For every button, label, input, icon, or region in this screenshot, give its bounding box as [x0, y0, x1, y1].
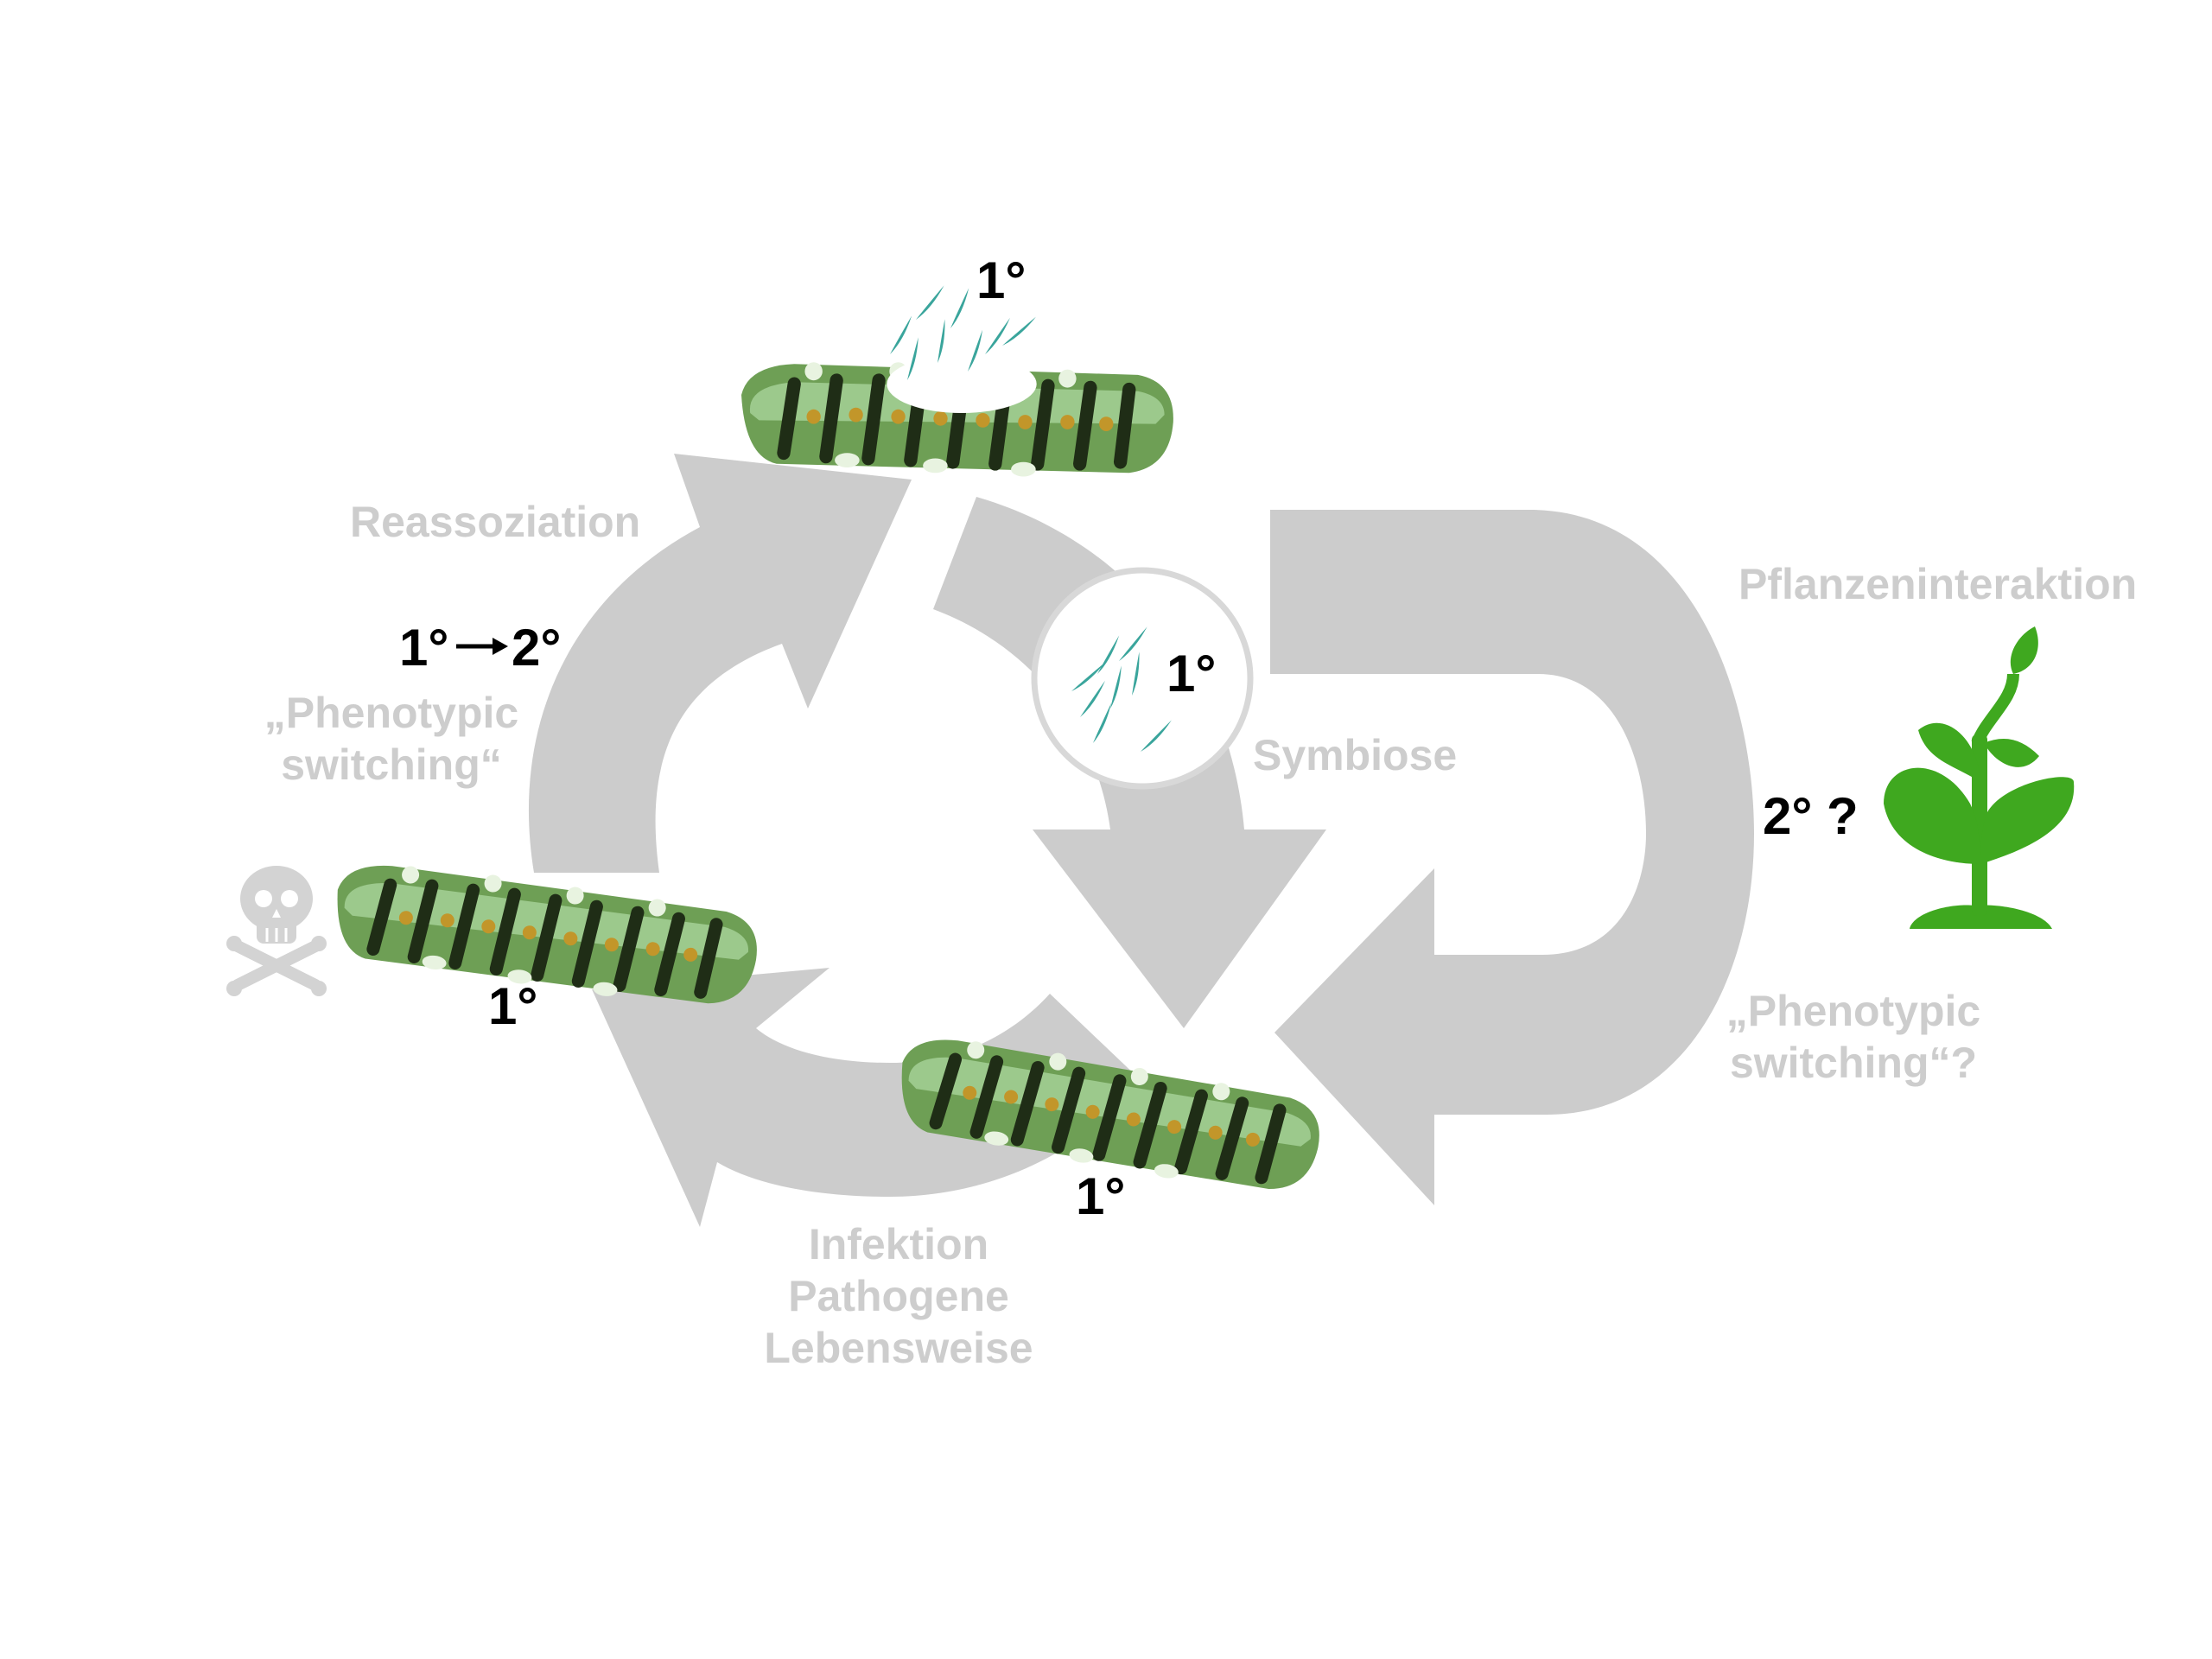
phenotypic-right-line1: „Phenotypic [1726, 987, 1981, 1035]
symbiose-label: Symbiose [1253, 731, 1458, 779]
pflanzeninteraktion-label: Pflanzeninteraktion [1738, 560, 2138, 608]
caterpillar-image-top [741, 354, 1173, 477]
phenotypic-switching-left-label: „Phenotypic switching“ [257, 687, 525, 791]
switch-to-label: 2° [512, 619, 562, 677]
phenotypic-right-line2: switching“? [1729, 1039, 1978, 1087]
bottom-stage-label: 1° [1076, 1167, 1126, 1225]
caterpillar-image-left [329, 859, 762, 1012]
pflanzeninteraktion-arrow [1270, 510, 1754, 1205]
center-circle [1031, 567, 1254, 790]
phenotypic-switching-right-label: „Phenotypic switching“? [1715, 985, 1992, 1089]
infektion-line3: Lebensweise [764, 1324, 1033, 1372]
infektion-line1: Infektion [808, 1220, 989, 1268]
phenotypic-left-line1: „Phenotypic [264, 689, 519, 737]
plant-stage-label: 2° ? [1763, 787, 1859, 845]
plant-icon [1884, 626, 2075, 929]
infektion-label: Infektion Pathogene Lebensweise [747, 1218, 1050, 1374]
center-stage-label: 1° [1166, 645, 1217, 702]
infektion-line2: Pathogene [788, 1272, 1009, 1320]
transition-arrow [456, 638, 508, 655]
infektion-arrow [592, 968, 1141, 1227]
phenotypic-left-line2: switching“ [281, 741, 502, 789]
reassoziation-arrow [528, 454, 912, 873]
switch-from-label: 1° [399, 619, 449, 677]
left-stage-label: 1° [488, 977, 538, 1035]
skull-crossbones-icon [226, 866, 327, 996]
reassoziation-label: Reassoziation [350, 498, 641, 546]
top-stage-label: 1° [976, 251, 1027, 309]
